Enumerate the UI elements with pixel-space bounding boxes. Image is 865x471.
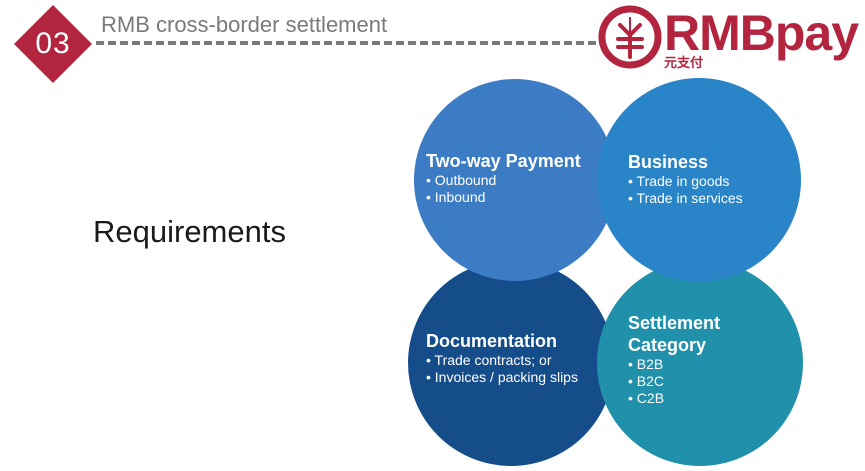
two-way-payment-title: Two-way Payment [426, 151, 581, 171]
circle-two-way-payment [414, 79, 616, 281]
diamond-shape [14, 5, 92, 83]
documentation-title: Documentation [426, 331, 558, 351]
yuan-seal-icon [598, 5, 662, 69]
settlement-category-block: Settlement Category • B2B • B2C • C2B [628, 312, 720, 407]
settlement-category-item: • B2B [628, 356, 664, 372]
section-number: 03 [35, 27, 71, 60]
documentation-block: Documentation • Trade contracts; or • In… [426, 330, 578, 386]
requirements-heading: Requirements [93, 214, 286, 249]
circle-settlement-category [597, 260, 803, 466]
page-title: RMB cross-border settlement [101, 12, 388, 37]
two-way-payment-item: • Outbound [426, 172, 497, 188]
documentation-item: • Invoices / packing slips [426, 369, 578, 385]
two-way-payment-block: Two-way Payment • Outbound • Inbound [426, 150, 581, 206]
documentation-item: • Trade contracts; or [426, 352, 552, 368]
business-block: Business • Trade in goods • Trade in ser… [628, 151, 743, 207]
circle-documentation [408, 260, 614, 466]
logo-wordmark: RMBpay [664, 5, 859, 61]
header-divider [96, 41, 596, 45]
settlement-category-item: • C2B [628, 390, 665, 406]
business-title: Business [628, 152, 709, 172]
section-badge: 03 [14, 5, 92, 83]
rmbpay-logo: RMBpay 元支付 [598, 2, 859, 72]
logo-chinese-text: 元支付 [664, 55, 704, 70]
two-way-payment-item: • Inbound [426, 189, 486, 205]
circle-business [597, 78, 801, 282]
settlement-category-title: Settlement [628, 313, 721, 333]
business-item: • Trade in goods [628, 173, 730, 189]
settlement-category-title-line2: Category [628, 335, 707, 355]
business-item: • Trade in services [628, 190, 743, 206]
settlement-category-item: • B2C [628, 373, 665, 389]
